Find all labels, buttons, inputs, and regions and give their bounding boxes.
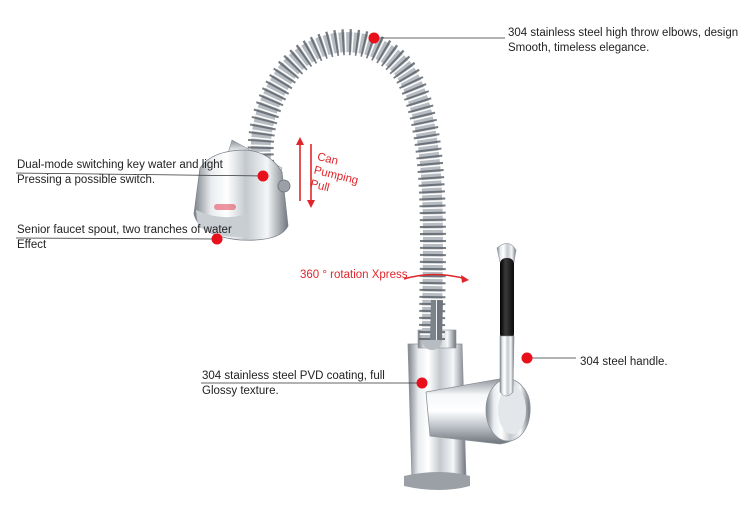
markers <box>211 32 533 389</box>
annotation-switch-key: Dual-mode switching key water and light … <box>17 158 223 188</box>
double-arrow-icon <box>296 137 315 208</box>
annotation-text: Effect <box>17 239 47 251</box>
rotation-arrow-icon <box>403 273 469 283</box>
annotation-text: Senior faucet spout, two tranches of wat… <box>17 224 232 236</box>
annotation-text: Smooth, timeless elegance. <box>508 42 650 54</box>
annotation-text: 304 steel handle. <box>580 356 668 368</box>
side-handle <box>496 243 517 397</box>
red-dot-icon <box>521 352 533 364</box>
red-dot-icon <box>211 233 223 245</box>
red-dot-icon <box>416 377 428 389</box>
red-dot-icon <box>257 170 269 182</box>
red-dot-icon <box>368 32 380 44</box>
annotation-spout: Senior faucet spout, two tranches of wat… <box>17 223 232 253</box>
annotation-text: 304 stainless steel PVD coating, full <box>202 370 385 382</box>
spring-hose <box>247 29 446 350</box>
annotation-text: 304 stainless steel high throw elbows, d… <box>508 27 739 39</box>
leader-lines <box>15 37 576 384</box>
annotation-elbows: 304 stainless steel high throw elbows, d… <box>508 26 738 56</box>
annotation-text: Pressing a possible switch. <box>17 174 156 186</box>
annotation-handle: 304 steel handle. <box>580 355 668 370</box>
annotation-pvd-coating: 304 stainless steel PVD coating, full Gl… <box>202 369 385 399</box>
annotation-text: Glossy texture. <box>202 385 279 397</box>
rotation-callout: 360 ° rotation Xpress <box>300 269 408 281</box>
annotation-text: Dual-mode switching key water and light <box>17 159 223 171</box>
